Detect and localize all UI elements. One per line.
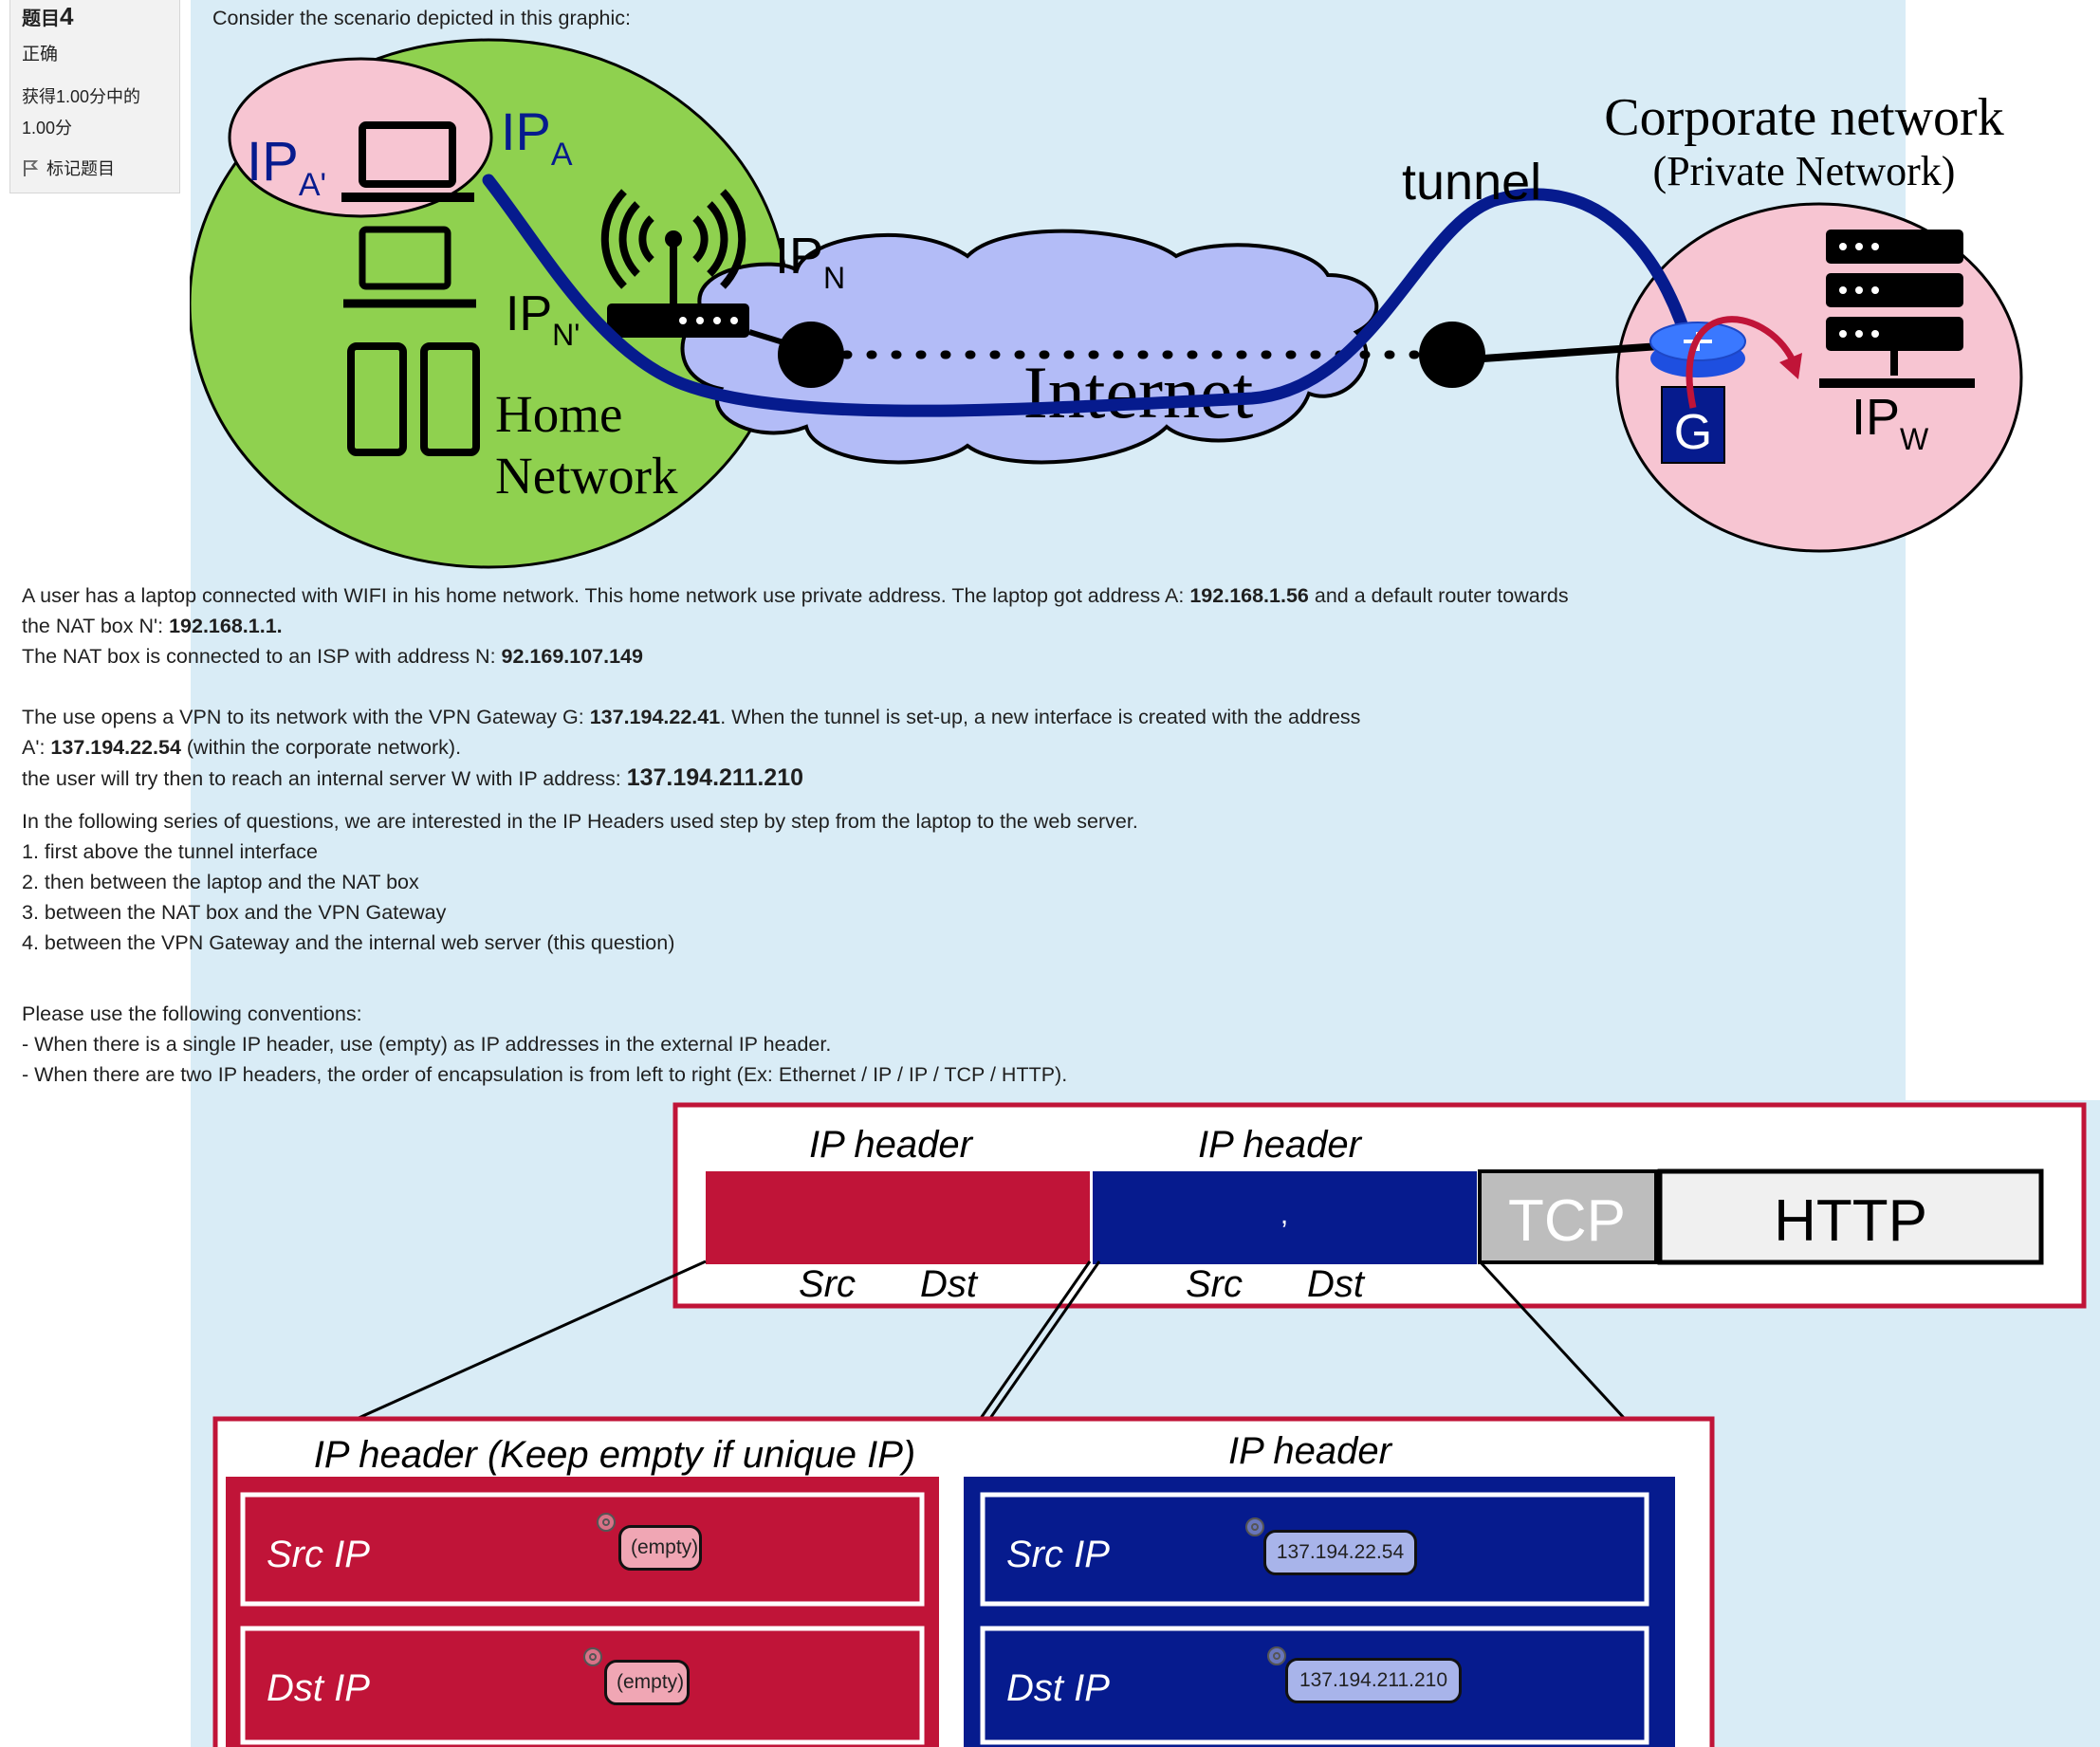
outer-header-panel: [226, 1477, 939, 1747]
inner-src-label: Src IP: [1006, 1534, 1110, 1575]
nat-endpoint: [778, 322, 844, 388]
question-state: 正确: [22, 45, 59, 64]
routing-arrow: [1686, 316, 1796, 409]
question-number-value: 4: [60, 2, 74, 30]
private-network-label: (Private Network): [1653, 148, 1956, 194]
outer-src-answer[interactable]: (empty): [618, 1525, 702, 1571]
grade-line-1: 获得1.00分中的: [22, 87, 141, 106]
arrow-head-icon: [1779, 353, 1802, 379]
inner-header-title: IP header: [1228, 1430, 1393, 1472]
vpn-tunnel: [482, 174, 1697, 417]
ip-n-prime-label: IPN': [506, 286, 580, 352]
encapsulation-diagram: IP header IP header , TCP HTTP Src Dst S…: [212, 1100, 2100, 1747]
drop-target-icon[interactable]: [1267, 1646, 1286, 1665]
ip-header-label-2: IP header: [1198, 1124, 1363, 1166]
drop-target-icon[interactable]: [597, 1513, 616, 1532]
question-intro: Consider the scenario depicted in this g…: [212, 7, 632, 29]
outer-header-title: IP header (Keep empty if unique IP): [314, 1434, 915, 1476]
question-info-panel: 题目4 正确 获得1.00分中的 1.00分 标记题目: [9, 0, 180, 193]
drop-target-icon[interactable]: [583, 1647, 602, 1666]
conventions-title: Please use the following conventions:: [22, 1002, 362, 1025]
scenario-paragraph-1c: The NAT box is connected to an ISP with …: [22, 645, 643, 668]
inner-src-field: [980, 1492, 1649, 1607]
outer-src-field: [240, 1492, 925, 1607]
network-diagram: Internet G IPA' IPA IPN IPN' Home Networ…: [190, 38, 2023, 569]
outer-dst-label: Dst IP: [267, 1667, 370, 1709]
http-block: [1657, 1168, 2044, 1265]
outer-dst-answer[interactable]: (empty): [604, 1660, 690, 1705]
dst-label-1: Dst: [920, 1263, 979, 1305]
laptop-icon: [341, 121, 474, 202]
step-item: 2. then between the laptop and the NAT b…: [22, 871, 419, 893]
tablet-icon-2: [420, 342, 480, 456]
inner-dst-answer[interactable]: 137.194.211.210: [1285, 1658, 1462, 1703]
ip-a-prime-label: IPA': [247, 131, 326, 203]
ip-a-label: IPA: [501, 101, 573, 173]
scenario-paragraph-3: In the following series of questions, we…: [22, 810, 1138, 833]
question-number: 题目4: [22, 2, 73, 31]
step-item: 1. first above the tunnel interface: [22, 840, 318, 863]
tunnel-label: tunnel: [1402, 154, 1541, 211]
convention-item: - When there is a single IP header, use …: [22, 1033, 832, 1056]
wifi-router-icon: [600, 189, 749, 338]
flag-question-label: 标记题目: [46, 159, 115, 178]
scenario-paragraph-2a: The use opens a VPN to its network with …: [22, 706, 1361, 728]
outer-src-label: Src IP: [267, 1534, 370, 1575]
flag-icon: [22, 158, 39, 177]
tablet-icon: [347, 342, 407, 456]
ip-w-label: IPW: [1851, 389, 1929, 456]
scenario-paragraph-2c: the user will try then to reach an inter…: [22, 764, 804, 791]
src-label-2: Src: [1186, 1263, 1243, 1305]
step-item: 4. between the VPN Gateway and the inter…: [22, 931, 675, 954]
home-network-label-1: Home: [495, 385, 622, 443]
corporate-network-label: Corporate network: [1604, 88, 2003, 147]
inner-dst-label: Dst IP: [1006, 1667, 1110, 1709]
ip-n-label: IPN: [775, 228, 845, 295]
scenario-paragraph-1a: A user has a laptop connected with WIFI …: [22, 584, 1569, 607]
gateway-endpoint: [1419, 322, 1485, 388]
dst-label-2: Dst: [1307, 1263, 1366, 1305]
home-network-label-2: Network: [495, 447, 678, 505]
drop-target-icon[interactable]: [1245, 1517, 1264, 1536]
convention-item: - When there are two IP headers, the ord…: [22, 1063, 1068, 1086]
inner-dst-field: [980, 1626, 1649, 1745]
http-label: HTTP: [1774, 1188, 1927, 1254]
server-icon: [1819, 230, 1975, 388]
laptop-icon-2: [343, 226, 476, 308]
header-separator: ,: [1280, 1199, 1288, 1230]
inner-src-answer[interactable]: 137.194.22.54: [1263, 1530, 1417, 1575]
scenario-paragraph-1b: the NAT box N': 192.168.1.1.: [22, 615, 283, 637]
question-label: 题目: [22, 9, 60, 29]
internet-label: Internet: [1023, 351, 1254, 433]
grade-line-2: 1.00分: [22, 119, 73, 138]
outer-ip-header-block: [706, 1171, 1090, 1264]
gateway-label: G: [1674, 405, 1712, 460]
outer-dst-field: [240, 1626, 925, 1745]
flag-question-button[interactable]: 标记题目: [22, 156, 115, 180]
inner-ip-header-block: [1093, 1171, 1477, 1264]
tcp-block: [1478, 1169, 1658, 1264]
scenario-paragraph-2b: A': 137.194.22.54 (within the corporate …: [22, 736, 462, 759]
step-item: 3. between the NAT box and the VPN Gatew…: [22, 901, 447, 924]
gateway-link: [1455, 342, 1661, 364]
tcp-label: TCP: [1508, 1188, 1626, 1254]
ip-header-label-1: IP header: [809, 1124, 974, 1166]
src-label-1: Src: [799, 1263, 856, 1305]
question-grade: 获得1.00分中的 1.00分: [22, 82, 174, 144]
